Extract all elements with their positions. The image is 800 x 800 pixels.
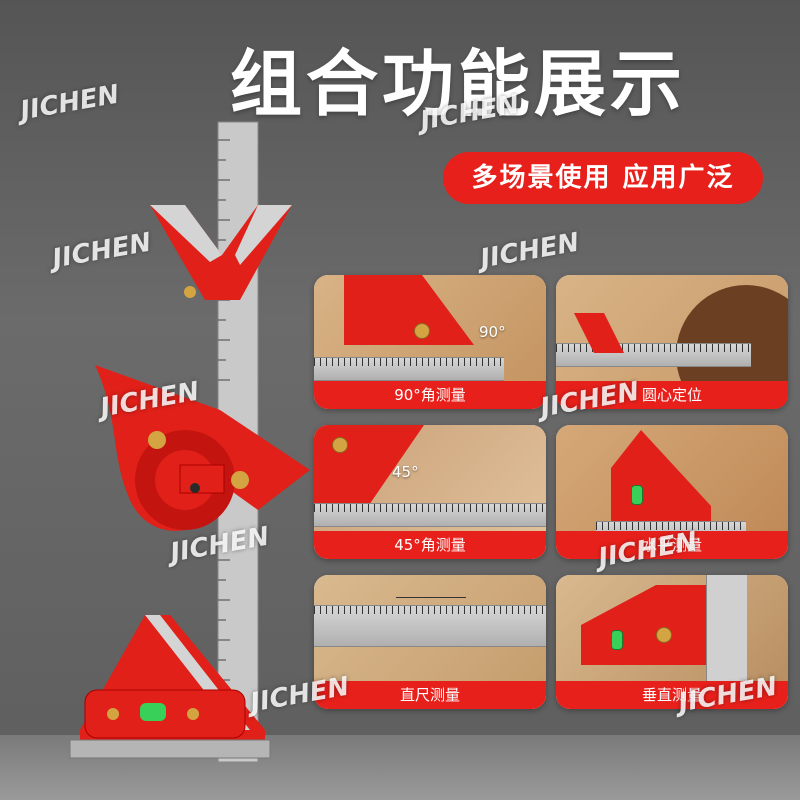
brass-screw-icon (656, 627, 672, 643)
card-ruler: 直尺测量 (314, 575, 546, 709)
page-title: 组合功能展示 (230, 42, 687, 126)
brass-screw-icon (414, 323, 430, 339)
card-vertical: 垂直测量 (556, 575, 788, 709)
angle-annotation: 90° (479, 323, 506, 341)
card-caption: 直尺测量 (314, 681, 546, 709)
card-caption: 45°角测量 (314, 531, 546, 559)
level-vial-icon (611, 630, 623, 650)
card-level: 水平测量 (556, 425, 788, 559)
card-caption: 水平测量 (556, 531, 788, 559)
angle-annotation: 45° (392, 463, 419, 481)
brass-screw-icon (332, 437, 348, 453)
ruler-shape (314, 605, 546, 647)
card-caption: 圆心定位 (556, 381, 788, 409)
ruler-shape (556, 343, 751, 367)
subtitle-badge: 多场景使用 应用广泛 (443, 152, 763, 204)
vertical-ruler-shape (706, 575, 747, 681)
level-vial-icon (631, 485, 643, 505)
card-45-degree: 45° 45°角测量 (314, 425, 546, 559)
ruler-shape (314, 503, 546, 527)
ruler-shape (314, 357, 504, 381)
measure-line-shape (396, 597, 466, 598)
card-caption: 垂直测量 (556, 681, 788, 709)
card-caption: 90°角测量 (314, 381, 546, 409)
card-center-finder: 圆心定位 (556, 275, 788, 409)
card-90-degree: 90° 90°角测量 (314, 275, 546, 409)
